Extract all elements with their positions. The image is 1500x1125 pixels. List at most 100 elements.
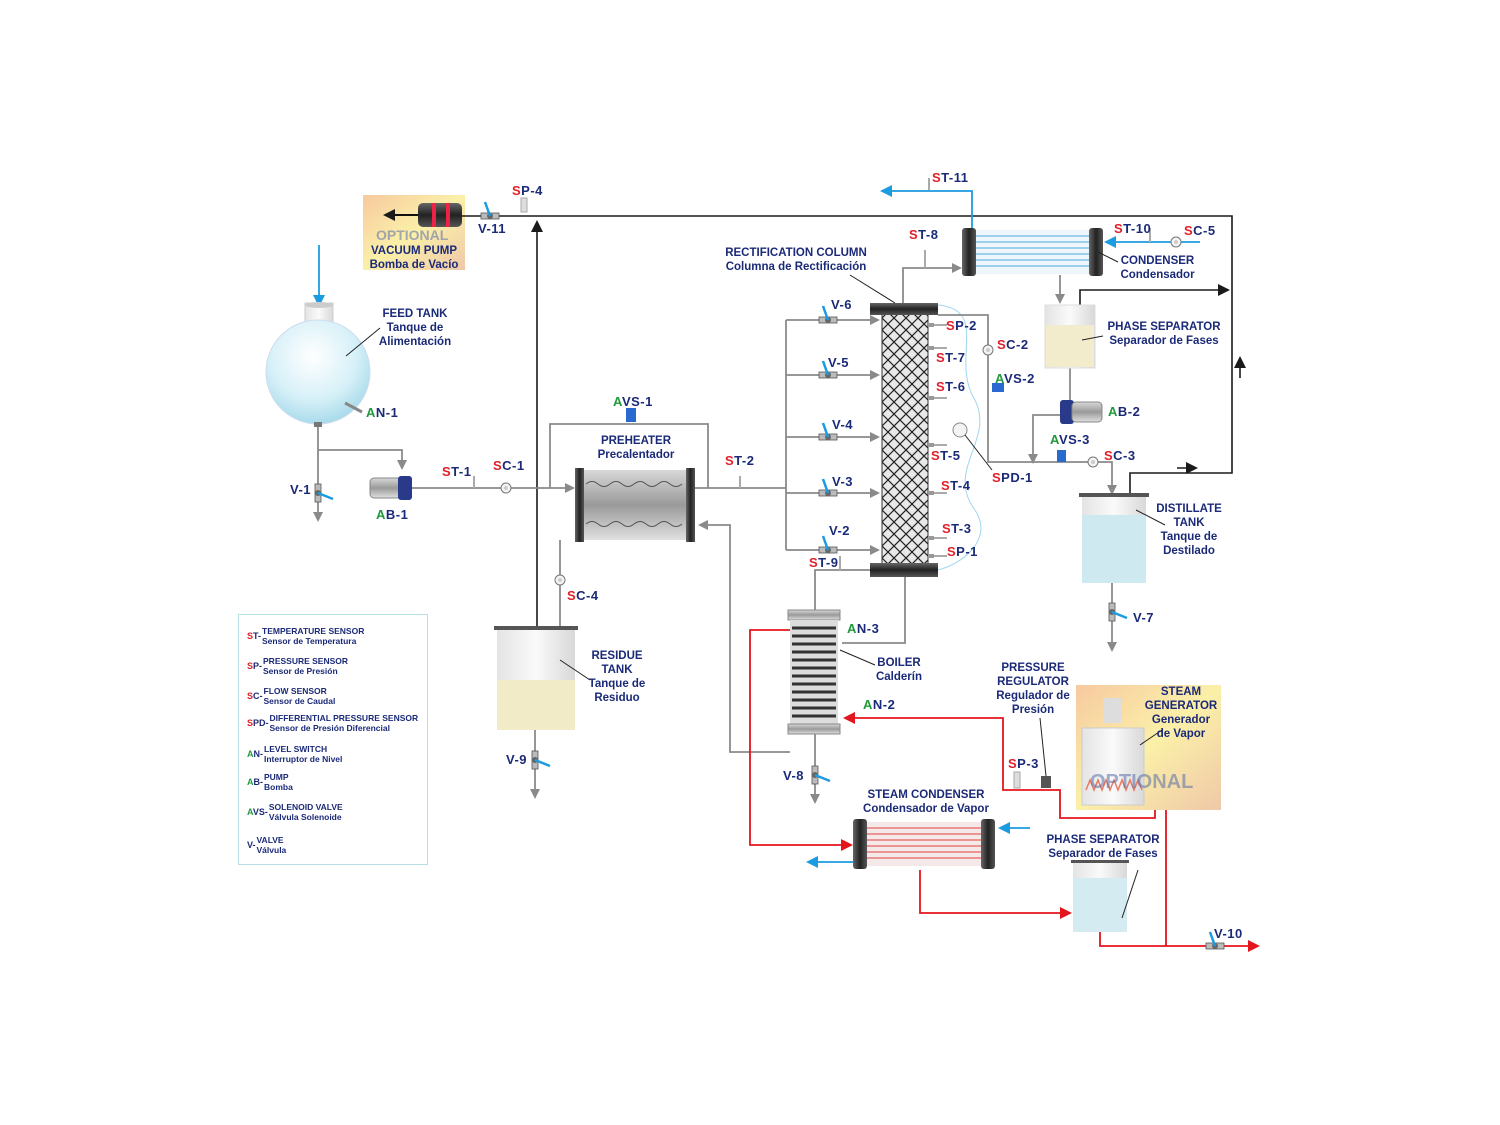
rectification-column bbox=[870, 303, 938, 577]
tag-spd-1: SPD-1 bbox=[992, 470, 1033, 485]
valve-v-7[interactable] bbox=[1107, 601, 1129, 623]
tag-v-2: V-2 bbox=[829, 523, 851, 538]
tag-st-11: ST-11 bbox=[932, 170, 969, 185]
differential-pressure-sensor-spd-1 bbox=[952, 422, 968, 438]
flow-sensor-sc-2 bbox=[982, 344, 994, 356]
legend-code: AVS- bbox=[247, 806, 268, 817]
steam-generator bbox=[1076, 685, 1221, 810]
leader-lines bbox=[345, 251, 1166, 919]
tag-sc-3: SC-3 bbox=[1104, 448, 1136, 463]
flow-sensor-sc-5 bbox=[1170, 236, 1182, 248]
pressure-sensor-sp-3 bbox=[1013, 771, 1021, 789]
tag-avs-3: AVS-3 bbox=[1050, 432, 1090, 447]
solenoid-valve-avs-3 bbox=[1057, 450, 1066, 462]
flow-sensor-sc-4 bbox=[554, 574, 566, 586]
tag-v-3: V-3 bbox=[832, 474, 854, 489]
tag-v-4: V-4 bbox=[832, 417, 854, 432]
cooling-water-lines bbox=[313, 185, 1200, 868]
legend-code: AN- bbox=[247, 748, 263, 759]
tag-v-5: V-5 bbox=[828, 355, 850, 370]
tag-sc-2: SC-2 bbox=[997, 337, 1029, 352]
solenoid-valve-avs-2 bbox=[992, 383, 1004, 392]
legend-code: AB- bbox=[247, 776, 263, 787]
tag-sp-4: SP-4 bbox=[512, 183, 543, 198]
tag-v-7: V-7 bbox=[1133, 610, 1155, 625]
tag-v-6: V-6 bbox=[831, 297, 853, 312]
preheater bbox=[575, 468, 695, 542]
pressure-regulator-leader bbox=[1039, 717, 1047, 777]
vacuum-pump bbox=[363, 195, 465, 270]
spd-1-leader bbox=[964, 434, 993, 471]
tag-st-6: ST-6 bbox=[936, 379, 966, 394]
tag-v-9: V-9 bbox=[506, 752, 528, 767]
phase-separator-bottom bbox=[1071, 860, 1129, 932]
valve-v-11[interactable] bbox=[479, 200, 501, 221]
valve-v-1[interactable] bbox=[313, 482, 335, 504]
optional-watermark-vacuum: OPTIONAL bbox=[376, 227, 449, 243]
flow-sensor-sc-1 bbox=[500, 482, 512, 494]
tag-v-8: V-8 bbox=[783, 768, 805, 783]
condenser bbox=[962, 228, 1103, 276]
tag-st-7: ST-7 bbox=[936, 350, 966, 365]
tag-st-5: ST-5 bbox=[931, 448, 961, 463]
valve-v-8[interactable] bbox=[810, 764, 832, 786]
vacuum-lines bbox=[462, 215, 1246, 628]
pump-ab-2 bbox=[1060, 400, 1103, 424]
tag-st-8: ST-8 bbox=[909, 227, 939, 242]
legend-code: ST- bbox=[247, 630, 262, 641]
boiler bbox=[787, 609, 841, 735]
phase-separator-top bbox=[1044, 304, 1096, 369]
tag-sp-1: SP-1 bbox=[947, 544, 978, 559]
tag-st-3: ST-3 bbox=[942, 521, 972, 536]
tag-avs-2: AVS-2 bbox=[995, 371, 1035, 386]
distillate-tank bbox=[1079, 493, 1149, 583]
legend-code: SP- bbox=[247, 660, 263, 671]
residue-tank bbox=[494, 626, 578, 730]
tag-sp-3: SP-3 bbox=[1008, 756, 1039, 771]
legend-code: SC- bbox=[247, 690, 263, 701]
valve-v-9[interactable] bbox=[530, 749, 552, 771]
legend-code: SPD- bbox=[247, 717, 269, 728]
tag-v-10: V-10 bbox=[1214, 926, 1243, 941]
tag-v-1: V-1 bbox=[290, 482, 312, 497]
tag-an-2: AN-2 bbox=[863, 697, 896, 712]
pump-ab-1 bbox=[369, 476, 412, 500]
tag-st-9: ST-9 bbox=[809, 555, 839, 570]
tag-sc-1: SC-1 bbox=[493, 458, 525, 473]
flow-sensor-sc-3 bbox=[1087, 456, 1099, 468]
tag-avs-1: AVS-1 bbox=[613, 394, 653, 409]
valve-v-2[interactable] bbox=[817, 534, 839, 555]
tag-st-2: ST-2 bbox=[725, 453, 755, 468]
tag-sc-5: SC-5 bbox=[1184, 223, 1216, 238]
legend-code: V- bbox=[247, 839, 256, 850]
